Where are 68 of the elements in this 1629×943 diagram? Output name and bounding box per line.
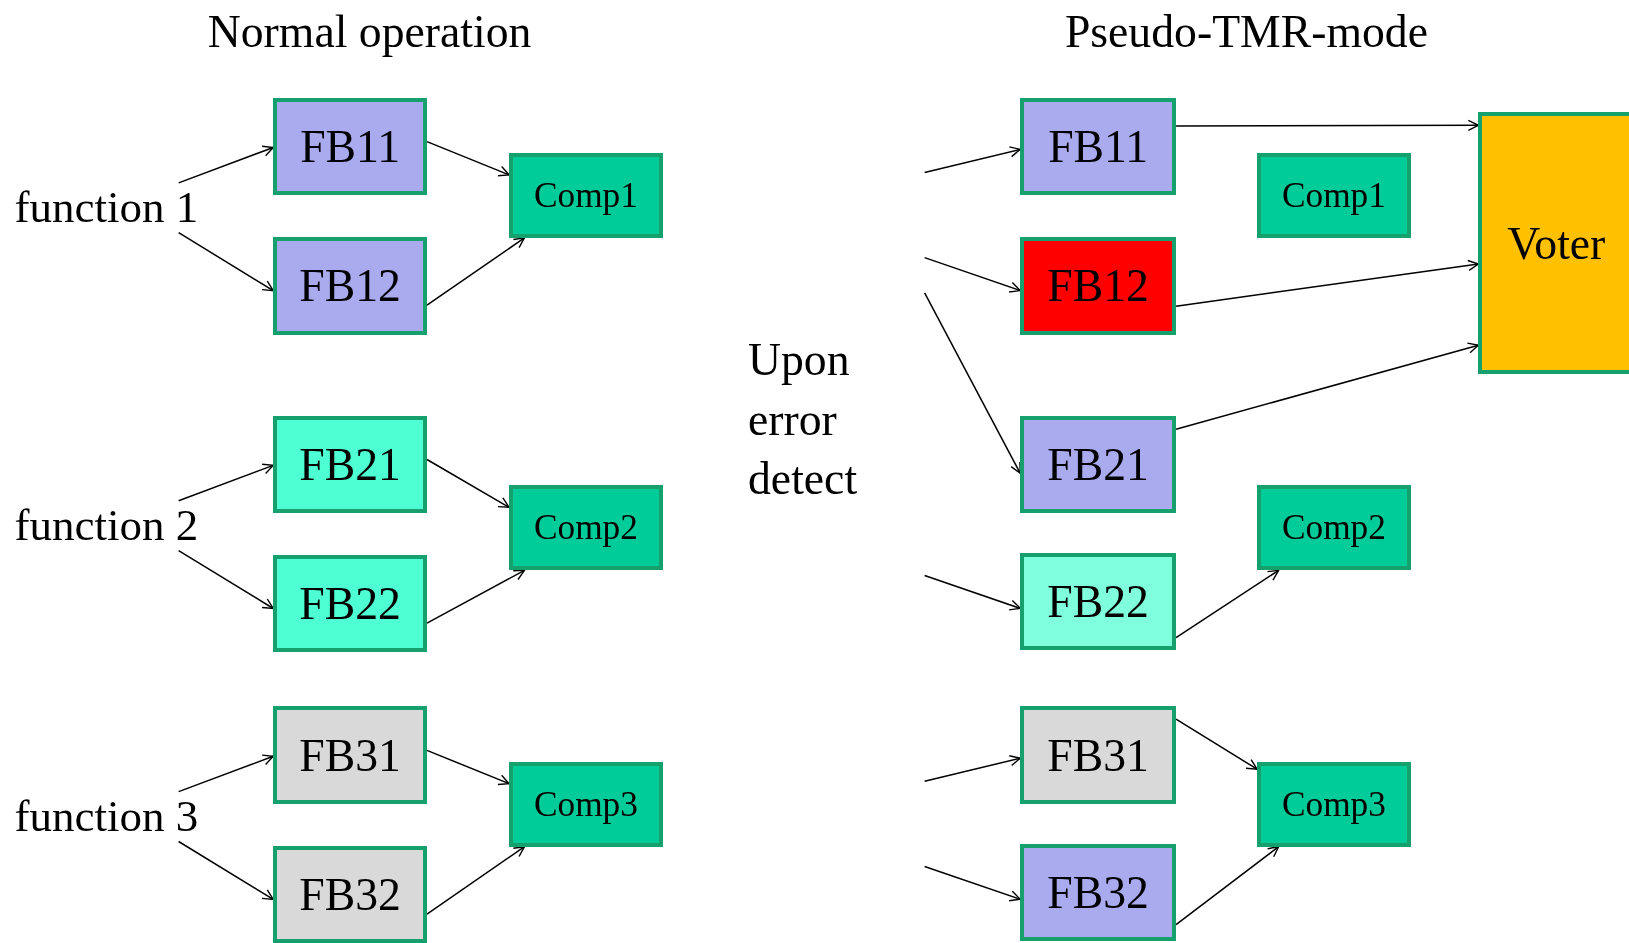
block-label: FB21	[299, 437, 401, 491]
block-label: Comp1	[533, 174, 638, 216]
arrow	[1175, 342, 1480, 430]
block-label: Comp2	[1281, 507, 1386, 549]
block-label: FB32	[299, 868, 401, 921]
arrow	[923, 865, 1021, 902]
arrow	[426, 140, 510, 177]
block-label: FB12	[1047, 259, 1149, 313]
arrow	[426, 458, 510, 509]
block-label: FB31	[1047, 728, 1149, 782]
function-block-box	[1020, 97, 1176, 196]
block-label: FB12	[299, 259, 401, 313]
arrow	[177, 231, 274, 292]
arrow	[426, 845, 526, 915]
function-block-box	[273, 236, 427, 335]
arrow	[1175, 119, 1480, 131]
block-label: FB11	[1048, 120, 1149, 173]
block-label: FB31	[299, 728, 401, 782]
arrow	[426, 237, 526, 306]
function-label: function 1	[14, 182, 199, 233]
function-block-box	[1020, 706, 1176, 805]
block-label: FB32	[1047, 865, 1149, 919]
function-block-box	[1020, 236, 1176, 335]
function-block-box	[273, 415, 427, 514]
arrow	[177, 754, 274, 793]
function-label: function 3	[14, 791, 199, 842]
comparator-box	[509, 152, 663, 238]
function-block-box	[273, 97, 427, 196]
block-label: Voter	[1507, 216, 1606, 270]
section-title: Pseudo-TMR-mode	[1064, 5, 1429, 60]
arrow	[177, 549, 274, 610]
block-label: FB22	[299, 577, 401, 631]
section-title: Normal operation	[207, 5, 533, 60]
arrow	[923, 146, 1021, 174]
comparator-box	[1257, 485, 1411, 571]
block-label: FB22	[1047, 575, 1149, 628]
arrow	[923, 256, 1021, 293]
function-block-box	[1020, 843, 1176, 942]
function-block-box	[273, 706, 427, 805]
block-label: FB11	[300, 120, 401, 173]
function-block-box	[1020, 552, 1176, 651]
block-label: Comp3	[533, 783, 638, 825]
comparator-box	[1257, 761, 1411, 847]
function-label: function 2	[14, 500, 199, 551]
arrow	[1175, 718, 1258, 770]
arrow	[923, 574, 1021, 611]
block-label: FB21	[1047, 437, 1149, 491]
function-block-box	[273, 845, 427, 943]
note-text: Upon error detect	[748, 333, 859, 507]
arrow	[426, 749, 510, 786]
function-block-box	[273, 554, 427, 653]
function-block-box	[1020, 415, 1176, 514]
comparator-box	[1257, 152, 1411, 238]
comparator-box	[509, 485, 663, 571]
block-label: Comp2	[533, 507, 638, 549]
block-label: Comp3	[1281, 783, 1386, 825]
arrow	[426, 569, 526, 624]
arrow	[177, 463, 274, 502]
voter-box	[1478, 112, 1629, 374]
arrow	[177, 840, 274, 901]
comparator-box	[509, 761, 663, 847]
arrow	[923, 755, 1021, 782]
arrow	[1175, 569, 1280, 639]
arrow	[1175, 259, 1480, 307]
arrow	[177, 145, 274, 184]
block-label: Comp1	[1281, 174, 1386, 216]
arrow	[923, 292, 1021, 474]
arrow	[1175, 845, 1280, 926]
